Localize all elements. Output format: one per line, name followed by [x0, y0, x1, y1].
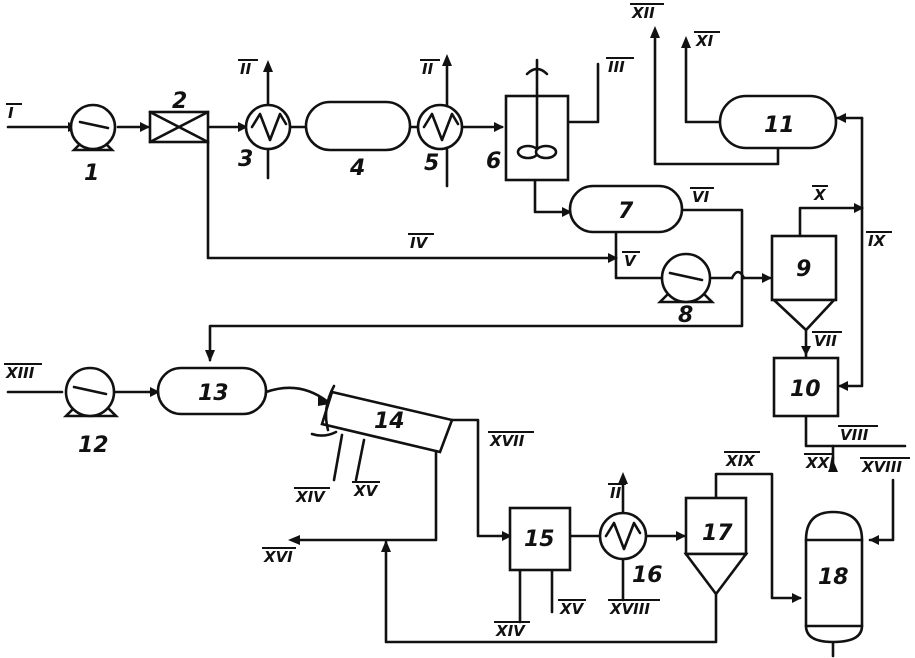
stream-label-XV-a: XV [353, 482, 379, 500]
pump-12 [62, 366, 120, 418]
stream-label-X: X [813, 186, 827, 204]
column-18 [804, 510, 864, 644]
stream-label-VIII: VIII [840, 426, 869, 444]
unit-10 [772, 356, 840, 418]
stream-label-XII: XII [631, 4, 655, 22]
stream-label-II-b: II [422, 60, 434, 78]
stream-label-VII: VII [814, 332, 837, 350]
settler-17 [683, 496, 749, 597]
label-1: 1 [84, 161, 99, 186]
stream-label-XXI: XXI [805, 454, 835, 472]
label-16: 16 [632, 563, 663, 588]
label-6: 6 [486, 149, 501, 174]
heat-exchanger-3 [244, 103, 292, 151]
pipes [6, 36, 907, 658]
stream-labels: I II II III IV V VI VII VIII IX X XI XII… [4, 3, 910, 640]
label-2: 2 [172, 89, 187, 114]
stream-label-VI: VI [692, 188, 710, 206]
stream-label-XVIII-a: XVIII [609, 600, 650, 618]
vessel-13 [156, 366, 268, 416]
stream-label-IV: IV [410, 234, 429, 252]
stream-label-XIII: XIII [5, 364, 35, 382]
label-12: 12 [78, 433, 109, 458]
label-4: 4 [349, 156, 365, 181]
unit-15 [508, 506, 572, 572]
stream-label-XVI: XVI [263, 548, 293, 566]
heat-exchanger-16 [598, 511, 648, 561]
vessel-4 [304, 100, 412, 152]
stream-label-XVIII-b: XVIII [861, 458, 902, 476]
label-3: 3 [238, 147, 253, 172]
stream-label-XV-b: XV [559, 600, 585, 618]
tank-11 [718, 94, 838, 150]
label-15: 15 [524, 527, 555, 552]
label-17: 17 [702, 521, 733, 546]
heat-exchanger-5 [416, 103, 464, 151]
label-18: 18 [818, 565, 849, 590]
label-5: 5 [424, 151, 439, 176]
valve-2 [148, 110, 210, 144]
equipment-labels: 1 2 3 4 5 6 7 8 9 10 11 12 13 14 15 16 1… [78, 89, 849, 590]
separator-9 [770, 234, 838, 332]
stream-label-I: I [8, 104, 14, 122]
label-9: 9 [796, 257, 811, 282]
pump-8 [656, 252, 716, 304]
label-7: 7 [618, 199, 634, 224]
label-8: 8 [678, 303, 693, 328]
stream-label-II-a: II [240, 60, 252, 78]
stream-label-XIX: XIX [725, 452, 756, 470]
label-10: 10 [790, 377, 821, 402]
label-11: 11 [764, 113, 795, 138]
label-14: 14 [374, 409, 405, 434]
stream-label-XIV-b: XIV [495, 622, 526, 640]
stream-label-XVII: XVII [489, 432, 525, 450]
label-13: 13 [198, 381, 229, 406]
stream-label-V: V [624, 252, 637, 270]
pump-1 [69, 103, 117, 152]
reactor-6 [504, 58, 570, 182]
rotary-drum-14 [310, 384, 454, 454]
stream-label-II-c: II [610, 484, 622, 502]
stream-label-XI: XI [695, 32, 714, 50]
tank-7 [568, 184, 684, 234]
stream-label-III: III [608, 58, 625, 76]
stream-label-XIV-a: XIV [295, 488, 326, 506]
stream-label-IX: IX [868, 232, 887, 250]
